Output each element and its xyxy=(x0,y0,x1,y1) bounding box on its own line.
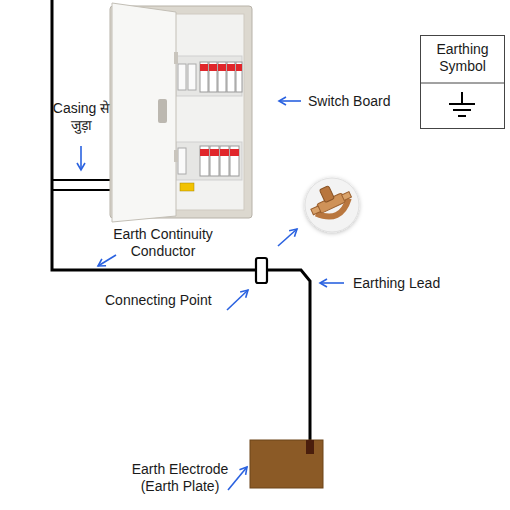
breaker-row xyxy=(200,62,242,92)
casing-wire xyxy=(52,189,112,191)
breaker-rail xyxy=(176,142,242,180)
leader-arrow xyxy=(279,100,301,102)
earthing-lead-wire xyxy=(267,270,310,446)
leader-arrow xyxy=(98,255,116,266)
leader-arrow xyxy=(80,146,82,170)
box-title: Earthing Symbol xyxy=(421,36,504,75)
breaker xyxy=(178,64,186,90)
earth-clamp-illustration xyxy=(305,178,359,232)
earth-wire xyxy=(52,0,310,446)
switch-board-illustration xyxy=(110,3,252,222)
breaker xyxy=(178,148,186,174)
leader-arrow xyxy=(320,282,344,284)
earth-electrode-plate xyxy=(250,440,323,488)
symbol-box: Earthing Symbol xyxy=(420,35,505,129)
breaker xyxy=(188,64,196,90)
earth-continuity-wire xyxy=(52,0,256,270)
casing-wire xyxy=(52,179,112,181)
leader-arrow xyxy=(227,290,248,310)
connecting-point xyxy=(256,258,267,283)
breaker-row xyxy=(200,146,239,176)
board-door xyxy=(112,3,176,222)
leader-arrow xyxy=(228,467,247,490)
warning-sticker xyxy=(180,183,194,191)
door-handle xyxy=(158,99,167,123)
casing-wires xyxy=(52,180,112,190)
part-label: Connecting Point xyxy=(105,292,212,309)
part-label: Casing से जुड़ा xyxy=(52,100,110,134)
part-label: Earthing Lead xyxy=(353,275,440,292)
leader-arrows xyxy=(81,101,344,490)
part-label: Earth Electrode (Earth Plate) xyxy=(120,461,240,495)
part-label: Earth Continuity Conductor xyxy=(103,226,223,260)
symbol-divider xyxy=(420,83,505,84)
earth-symbol xyxy=(449,92,475,116)
part-label: Switch Board xyxy=(308,93,390,110)
breaker-rail xyxy=(176,56,242,96)
door-hinge xyxy=(174,52,178,64)
door-hinge xyxy=(174,150,178,162)
leader-arrow xyxy=(278,229,297,246)
lead-joint xyxy=(306,440,314,454)
